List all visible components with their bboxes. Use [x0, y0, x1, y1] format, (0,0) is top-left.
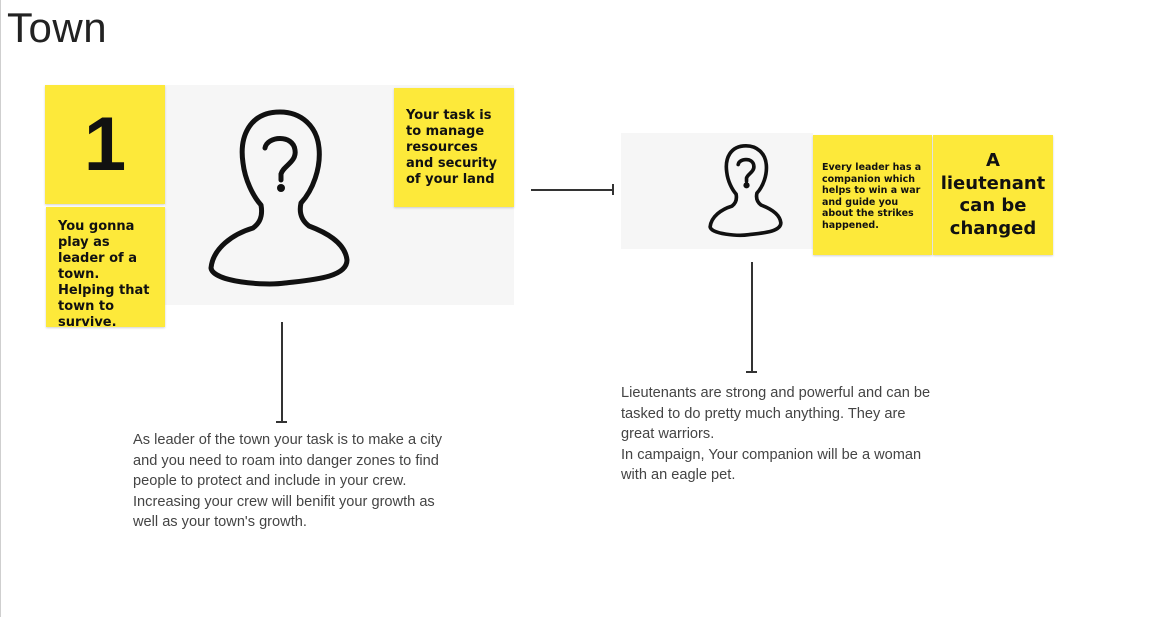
- connector-line-cap: [276, 421, 287, 423]
- sticky-note-task[interactable]: Your task is to manage resources and sec…: [394, 88, 514, 207]
- sticky-note-intro[interactable]: You gonna play as leader of a town. Help…: [46, 207, 165, 330]
- sticky-note-number[interactable]: 1: [45, 85, 165, 204]
- canvas-left-border: [0, 0, 1, 617]
- leader-caption: As leader of the town your task is to ma…: [133, 430, 443, 533]
- caption-paragraph: Increasing your crew will benifit your g…: [133, 493, 435, 531]
- connector-line-cap: [612, 184, 614, 195]
- caption-paragraph: As leader of the town your task is to ma…: [133, 432, 443, 489]
- sticky-note-companion[interactable]: Every leader has a companion which helps…: [813, 135, 932, 255]
- sticky-note-change[interactable]: A lieutenant can be changed: [933, 135, 1053, 255]
- connector-line[interactable]: [281, 322, 283, 422]
- caption-paragraph: Lieutenants are strong and powerful and …: [621, 385, 931, 442]
- connector-line[interactable]: [751, 262, 753, 372]
- connector-line[interactable]: [531, 189, 613, 191]
- lieutenant-caption: Lieutenants are strong and powerful and …: [621, 383, 933, 486]
- lieutenant-frame[interactable]: [621, 133, 813, 249]
- board-title: Town: [7, 4, 108, 51]
- connector-line-cap: [746, 371, 757, 373]
- caption-paragraph: In campaign, Your companion will be a wo…: [621, 446, 922, 484]
